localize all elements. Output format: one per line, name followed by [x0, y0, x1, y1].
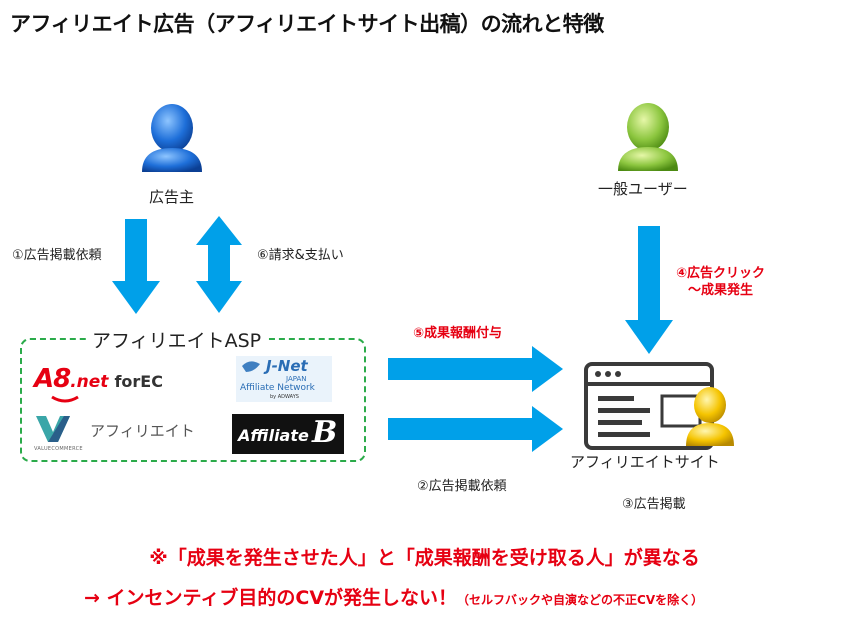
step5-label: ⑤成果報酬付与: [413, 326, 503, 341]
person-green-icon: [618, 103, 678, 171]
advertiser-label: 広告主: [149, 188, 195, 206]
arrow-step5: [388, 346, 563, 392]
valuecommerce-mark-icon: [36, 416, 70, 442]
a8-net-text: .net: [70, 372, 109, 392]
affb-main-text: Affiliate: [238, 426, 309, 445]
jnet-logo: J-Net JAPAN Affiliate Network by ADWAYS: [236, 356, 332, 402]
a8-ec-text: forEC: [114, 372, 163, 391]
step6-label: ⑥請求&支払い: [257, 248, 344, 263]
step3-label: ③広告掲載: [622, 497, 686, 512]
note-line2-main: → インセンティブ目的のCVが発生しない！: [84, 587, 458, 609]
jnet-sub-text: Affiliate Network: [240, 383, 315, 393]
page-title: アフィリエイト広告（アフィリエイトサイト出稿）の流れと特徴: [10, 12, 604, 36]
note-line1: ※「成果を発生させた人」と「成果報酬を受け取る人」が異なる: [149, 547, 700, 569]
person-blue-icon: [142, 104, 202, 172]
valuecommerce-logo: アフィリエイト VALUECOMMERCE: [34, 412, 204, 454]
note-line2-sub: （セルフバックや自演などの不正CVを除く）: [457, 593, 704, 607]
arrow-step1: [112, 219, 160, 314]
site-label: アフィリエイトサイト: [570, 453, 720, 471]
asp-title: アフィリエイトASP: [88, 326, 266, 353]
jnet-japan-text: JAPAN: [286, 375, 307, 383]
step4-line2: ～成果発生: [688, 283, 754, 298]
a8net-logo: A8.net forEC: [34, 364, 184, 404]
jnet-by-text: by ADWAYS: [270, 394, 299, 400]
user-label: 一般ユーザー: [598, 180, 688, 198]
step1-label: ①広告掲載依頼: [12, 248, 102, 263]
jnet-main-text: J-Net: [266, 357, 308, 375]
arrow-step4: [625, 226, 673, 354]
step2-label: ②広告掲載依頼: [417, 479, 507, 494]
a8-main-text: A8: [34, 364, 71, 394]
arrow-step2: [388, 406, 563, 452]
note-line2: → インセンティブ目的のCVが発生しない！（セルフバックや自演などの不正CVを除…: [84, 583, 703, 610]
a8-smile-icon: [51, 395, 79, 403]
step4-line1: ④広告クリック: [676, 266, 766, 281]
affb-b-text: B: [312, 415, 338, 450]
step4-label: ④広告クリック ～成果発生: [676, 265, 765, 299]
jnet-mark-icon: [236, 356, 332, 402]
affiliate-b-logo: Affiliate B: [232, 414, 344, 454]
arrow-step6: [196, 216, 242, 313]
valuecommerce-sub: VALUECOMMERCE: [34, 446, 83, 452]
valuecommerce-text: アフィリエイト: [90, 422, 195, 440]
person-yellow-icon: [686, 387, 734, 446]
